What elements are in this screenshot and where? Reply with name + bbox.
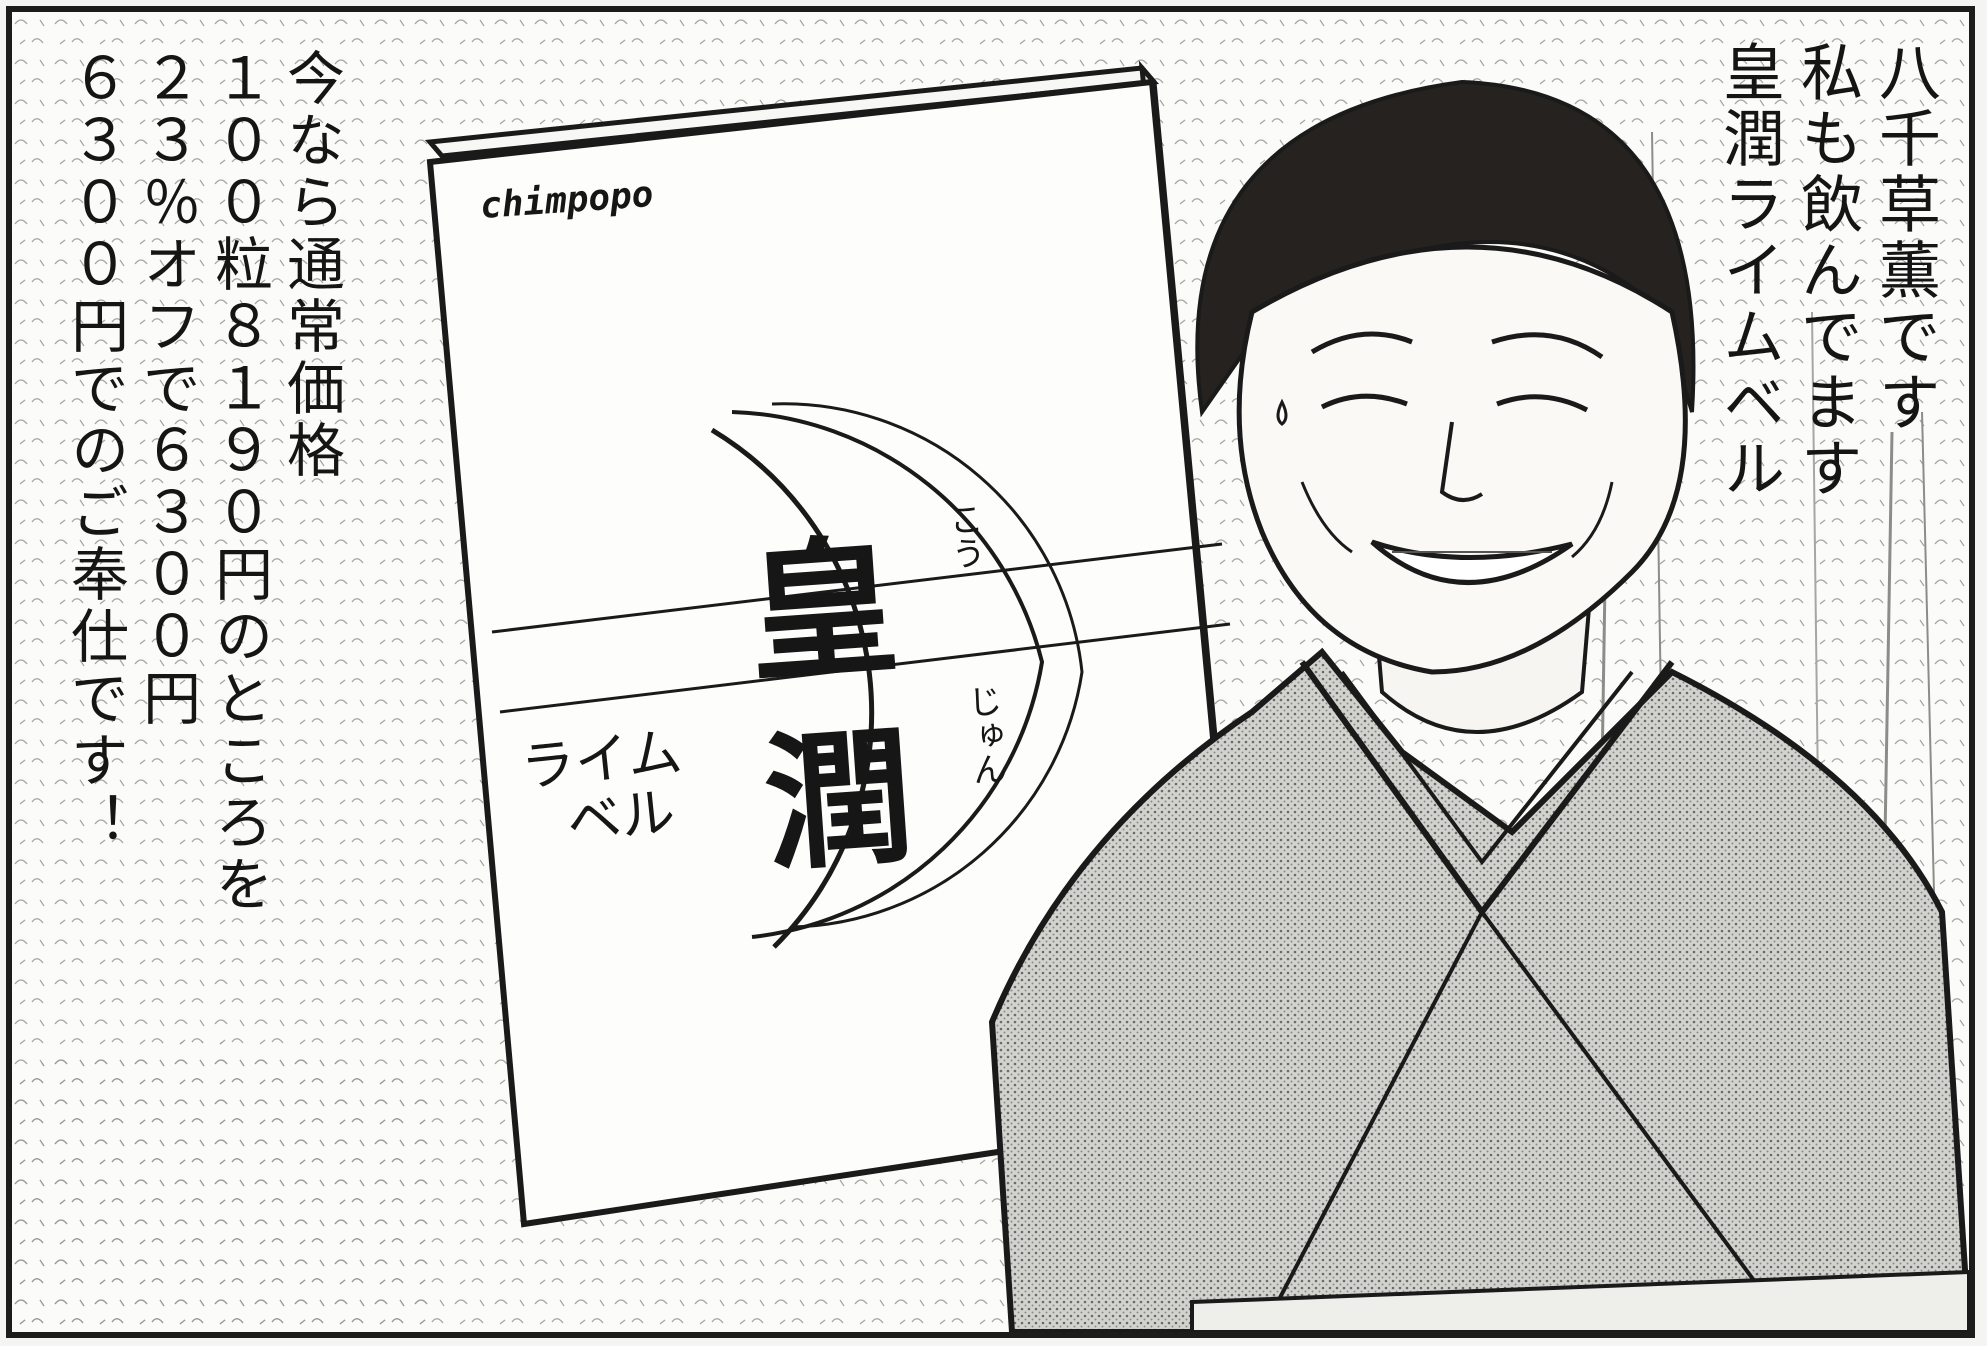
speech-line: 私も飲んでます [1790, 40, 1863, 502]
speech-line: 皇潤ライムベル [1712, 40, 1785, 502]
product-subtitle: ライム ベル [518, 720, 690, 857]
speech-text-left: 今なら通常価格 １００粒８１９０円のところを ２３％オフで６３００円 ６３００円… [52, 48, 345, 916]
panel-illustration [12, 12, 1969, 1332]
woman-figure [988, 79, 1969, 1332]
comic-panel: chimpopo 皇 潤 こう じゅん ライム ベル 八千草薫です 私も飲んでま… [6, 6, 1975, 1338]
speech-line: 今なら通常価格 [277, 48, 345, 482]
furigana-bottom: じゅん [960, 682, 1008, 788]
speech-line: 八千草薫です [1868, 40, 1941, 436]
product-name-kanji-bottom: 潤 [758, 708, 919, 892]
speech-line: １００粒８１９０円のところを [205, 48, 273, 916]
speech-text-right: 八千草薫です 私も飲んでます 皇潤ライムベル [1701, 40, 1941, 502]
speech-line: ６３００円でのご奉仕です！ [61, 48, 129, 854]
speech-line: ２３％オフで６３００円 [133, 48, 201, 730]
furigana-top: こう [941, 500, 987, 572]
